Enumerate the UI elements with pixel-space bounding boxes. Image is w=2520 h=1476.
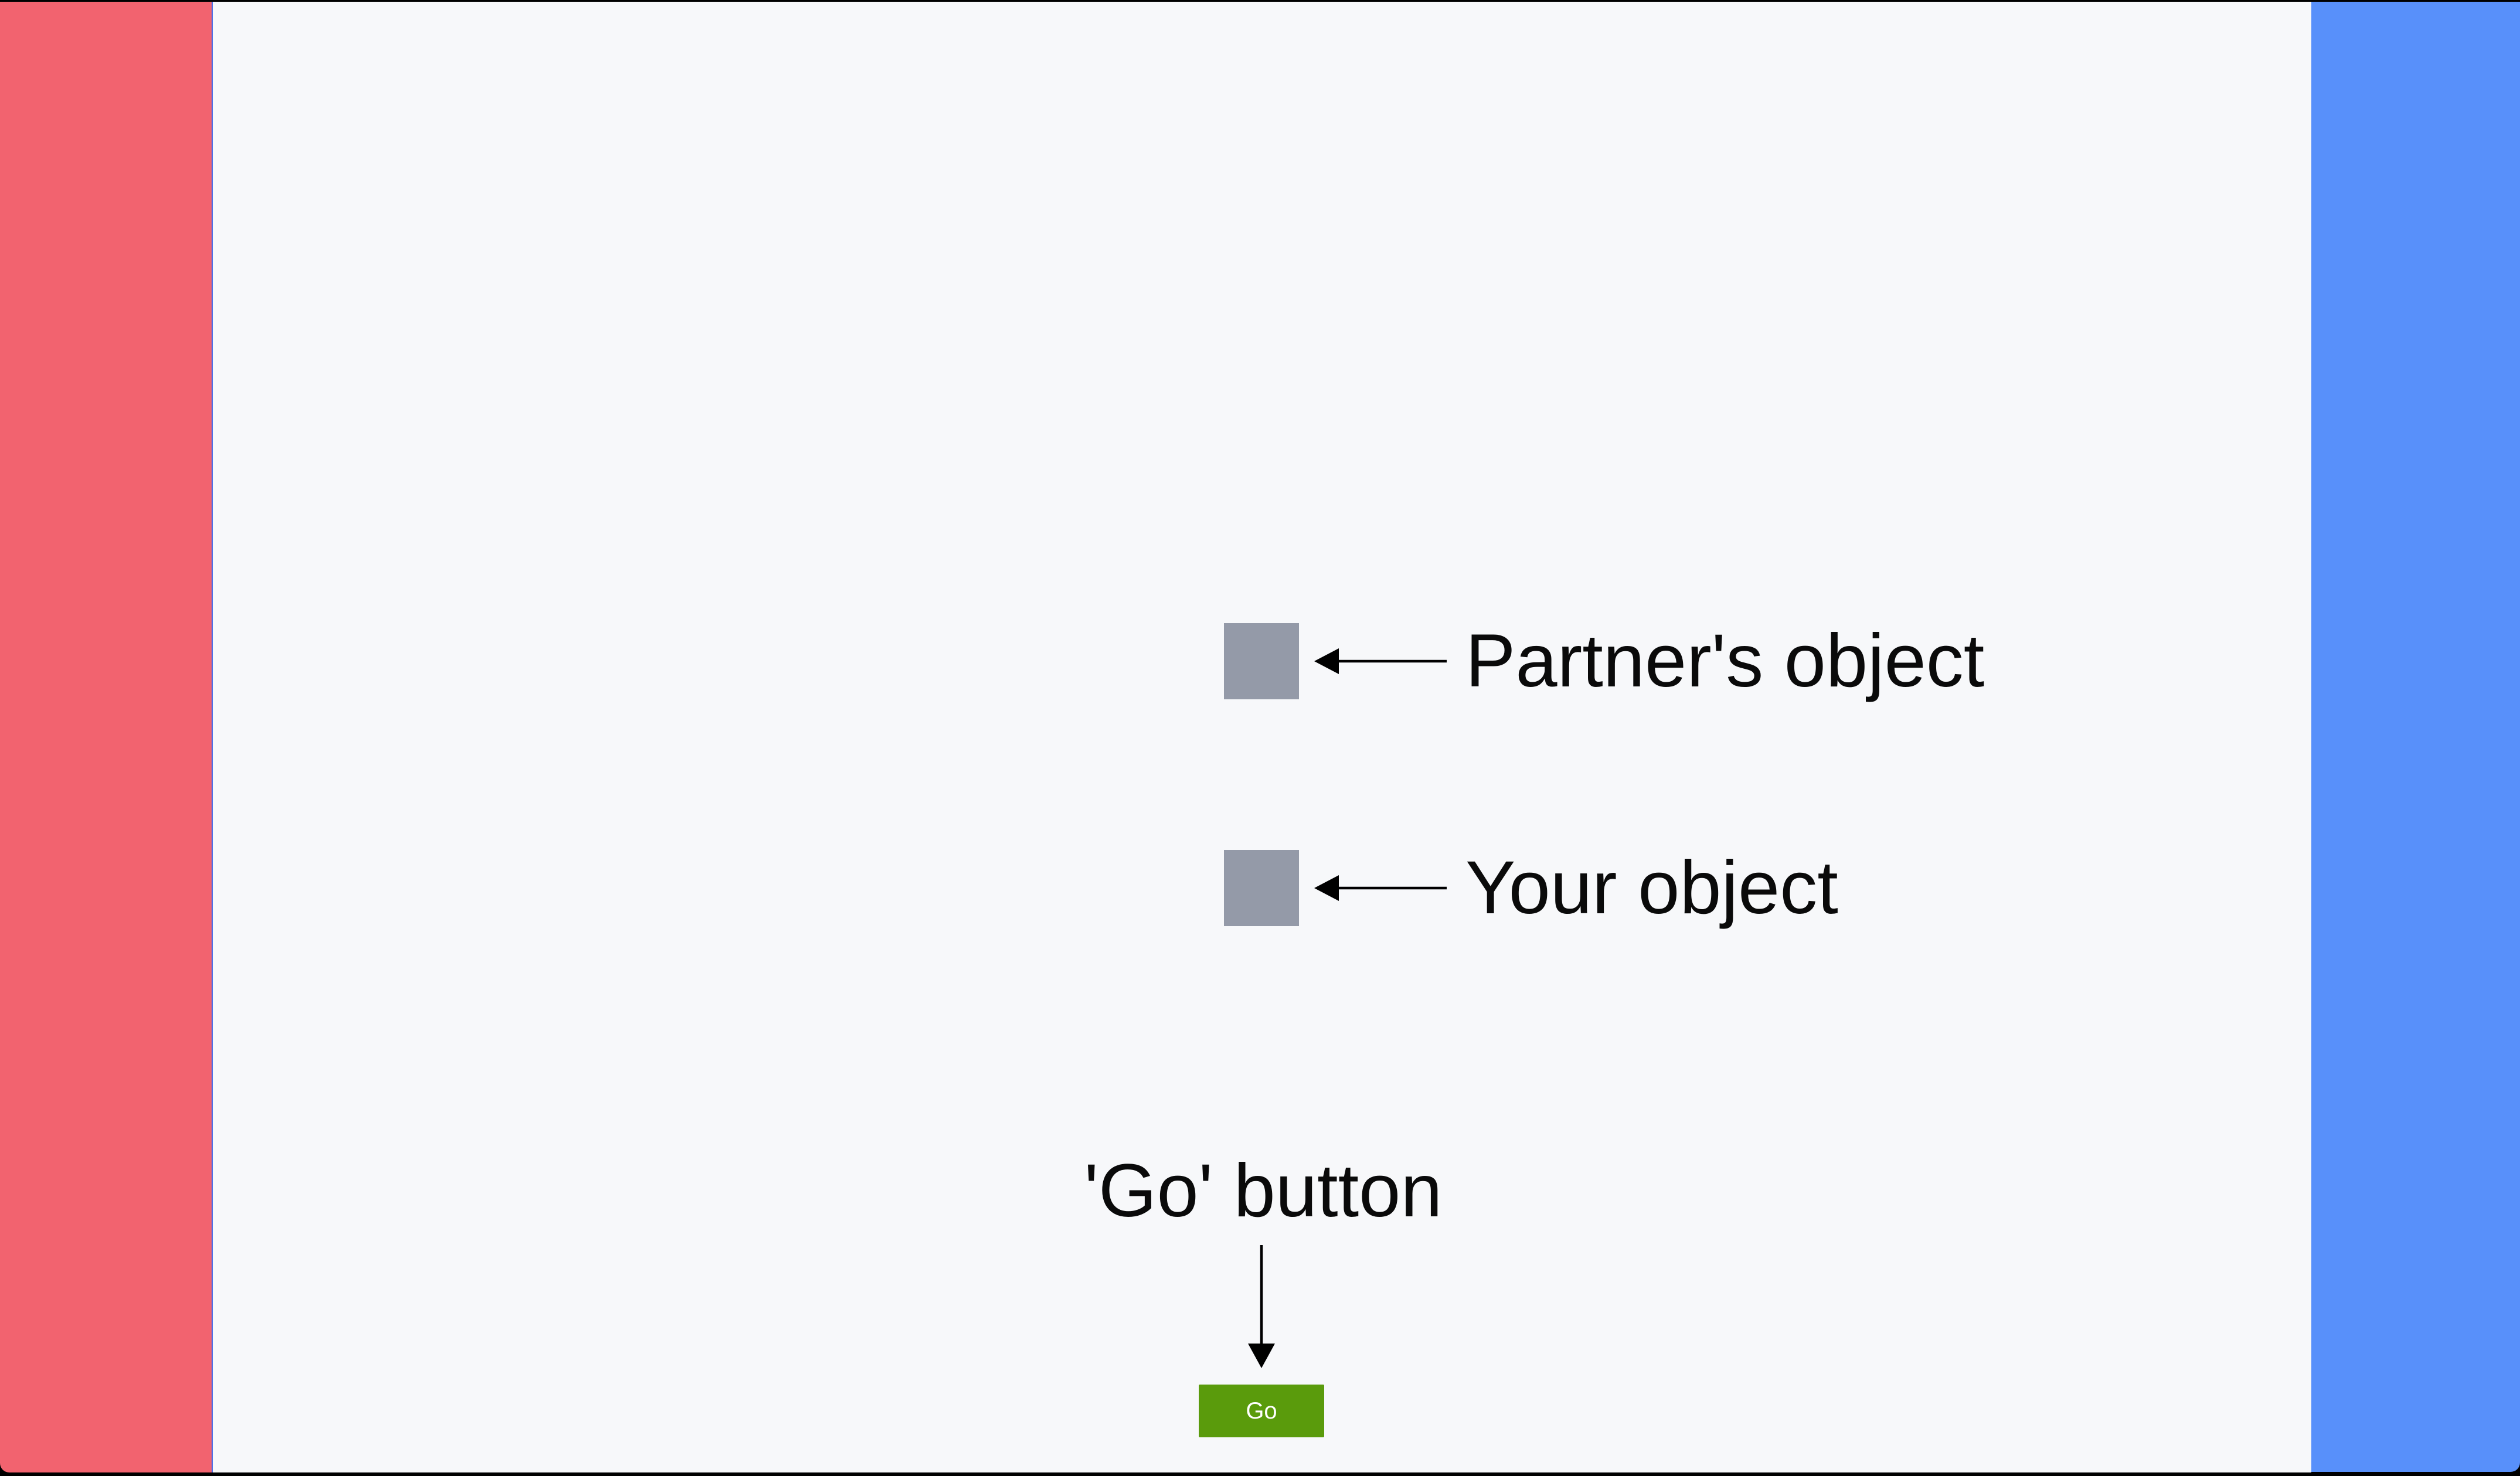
left-arrow-icon [1314,648,1447,674]
go-button-caption: 'Go' button [1084,1149,1443,1233]
your-object-row: Your object [1224,850,1838,926]
partner-object-label: Partner's object [1465,619,1985,703]
partner-object-square [1224,623,1299,699]
your-object-label: Your object [1465,846,1838,930]
right-blue-panel [2311,2,2520,1472]
go-button[interactable]: Go [1199,1385,1324,1437]
left-red-panel [0,2,213,1472]
down-arrow-icon [1248,1245,1275,1368]
left-arrow-icon [1314,875,1447,901]
your-object-square[interactable] [1224,850,1299,926]
main-area [213,2,2311,1472]
partner-object-row: Partner's object [1224,623,1984,699]
